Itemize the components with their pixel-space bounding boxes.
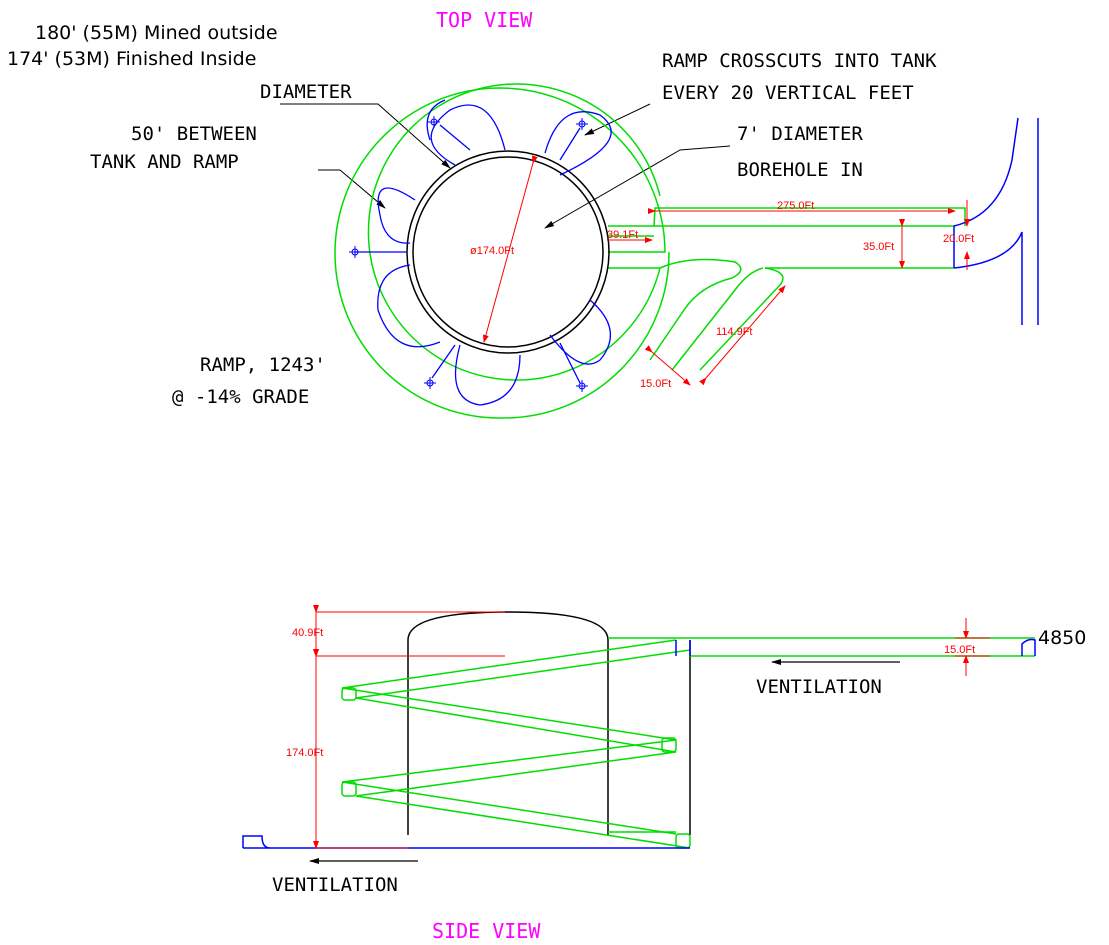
- dim-switchback-width: 15.0Ft: [640, 378, 671, 390]
- dim-drift-width: 35.0Ft: [863, 241, 894, 253]
- borehole-markers: [349, 116, 588, 392]
- leader-borehole: [544, 145, 731, 229]
- side-view: SIDE VIEW: [242, 605, 1086, 943]
- dim-offset: 39.1Ft: [607, 229, 638, 241]
- label-borehole-line-2: BOREHOLE IN: [737, 159, 863, 181]
- ramp-inner-edge: [367, 83, 661, 381]
- crosscut-se: [559, 342, 581, 384]
- top-dimension-lines: [482, 155, 970, 386]
- label-elevation: 4850: [1038, 627, 1086, 649]
- dim-line-tank-diameter: [482, 155, 538, 343]
- lobe-south-east: [549, 299, 612, 365]
- ramp-switchback-3: [341, 781, 357, 797]
- lobe-west: [377, 187, 416, 244]
- dim-line-switchback-length: [699, 285, 786, 386]
- switchback-outer: [649, 258, 742, 361]
- crosscut-ne: [559, 127, 581, 161]
- dim-drift-length: 275.0Ft: [777, 200, 814, 212]
- dim-dome-height: 40.9Ft: [292, 627, 323, 639]
- dim-drift-end: 20.0Ft: [943, 233, 974, 245]
- crosscut-sw: [431, 344, 456, 379]
- switchback-inner: [699, 267, 784, 371]
- ramp-outer-edge: [334, 87, 666, 419]
- dim-tank-height: 174.0Ft: [286, 747, 323, 759]
- lobe-north: [430, 104, 506, 166]
- tank-side: [407, 611, 691, 835]
- label-finished-inside: 174' (53M) Finished Inside: [7, 48, 256, 70]
- dim-drift-height: 15.0Ft: [944, 644, 975, 656]
- label-crosscuts-line-1: RAMP CROSSCUTS INTO TANK: [662, 50, 937, 72]
- lobe-south-west: [377, 264, 441, 348]
- label-mined-outside: 180' (55M) Mined outside: [35, 22, 278, 44]
- crosscut-lobes: [355, 99, 612, 406]
- label-borehole-line-1: 7' DIAMETER: [737, 123, 863, 145]
- dim-tank-diameter: ø174.0Ft: [470, 245, 514, 257]
- crosscut-nw: [439, 124, 471, 151]
- label-ventilation-bottom: VENTILATION: [272, 874, 398, 896]
- drift-end-cap: [1021, 638, 1036, 656]
- top-view: TOP VIEW 180' (55M) Mined outside 174' (…: [7, 8, 1039, 419]
- ramp-switchback-2: [661, 737, 677, 753]
- side-view-title: SIDE VIEW: [432, 919, 541, 943]
- ramp-zig-a: [341, 639, 677, 835]
- label-between-line-1: 50' BETWEEN: [131, 123, 257, 145]
- label-crosscuts-line-2: EVERY 20 VERTICAL FEET: [662, 82, 914, 104]
- top-leaders: [280, 103, 731, 229]
- leader-crosscuts: [584, 103, 651, 136]
- utility-side: [242, 638, 1036, 849]
- label-between-line-2: TANK AND RAMP: [90, 151, 239, 173]
- dim-switchback-length: 114.9Ft: [716, 326, 753, 338]
- shaft-curve-outer: [953, 117, 1019, 227]
- lobe-north-east: [544, 111, 612, 176]
- label-diameter: DIAMETER: [260, 81, 352, 103]
- label-ramp-line-1: RAMP, 1243': [200, 354, 326, 376]
- ventilation-arrows: [309, 659, 900, 864]
- tank-side-outline: [407, 611, 609, 835]
- lobe-south: [454, 344, 521, 406]
- ramp-side: [341, 637, 1035, 849]
- lobe-north-west: [426, 99, 446, 141]
- ramp-switchback-1: [341, 687, 357, 701]
- label-ventilation-top: VENTILATION: [756, 676, 882, 698]
- label-ramp-line-2: @ -14% GRADE: [172, 386, 309, 408]
- dim-line-switchback-width: [644, 345, 691, 386]
- ramp-outer-closing: [503, 251, 670, 419]
- leader-diameter: [280, 103, 451, 169]
- leader-between: [318, 169, 386, 209]
- bottom-drift-cap: [242, 835, 271, 849]
- shaft-curve-inner: [953, 231, 1023, 325]
- ramp-zig-b: [355, 649, 691, 849]
- top-view-title: TOP VIEW: [436, 8, 533, 32]
- side-dimension-lines: [313, 605, 990, 849]
